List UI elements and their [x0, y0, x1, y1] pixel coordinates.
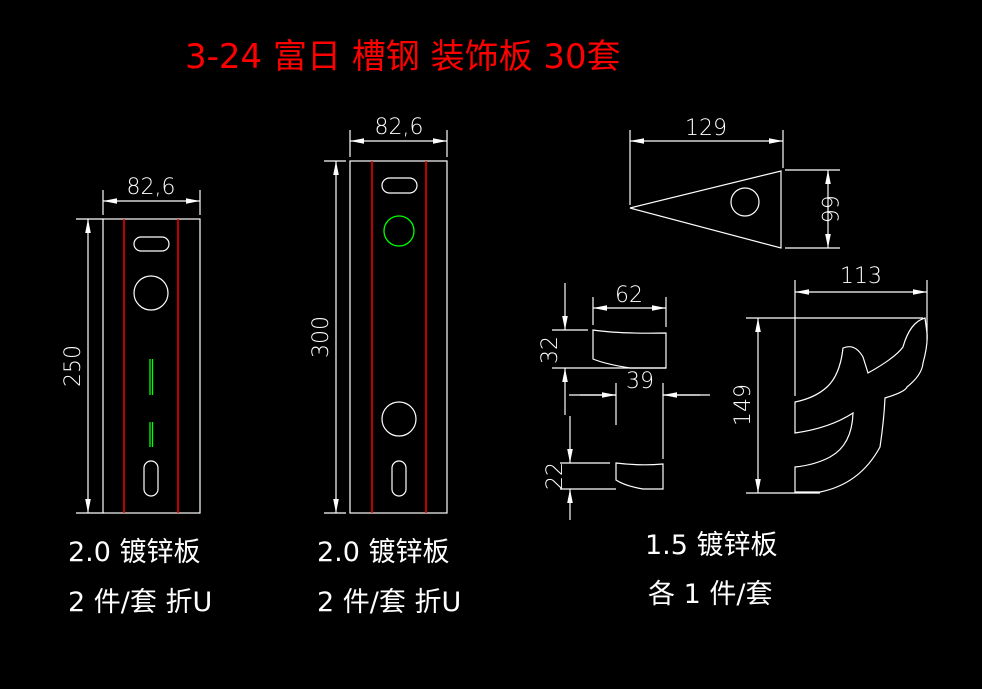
height-dimension: 300: [309, 316, 334, 358]
width-dimension: 82,6: [375, 115, 424, 140]
slot-hole: [391, 460, 407, 497]
round-hole: [381, 401, 417, 437]
curved-part: 113 149: [731, 264, 928, 494]
drawing-title: 3-24 富日 槽钢 装饰板 30套: [185, 37, 621, 77]
triangle-part: 129 66: [629, 116, 841, 249]
height-dimension: 250: [61, 345, 86, 387]
plate-b: 82,6 300 2.0 镀锌板 2 件/套 折U: [309, 115, 461, 618]
quantity-note: 2 件/套 折U: [317, 587, 461, 618]
dimension-lines: [560, 383, 710, 520]
green-marks: [149, 359, 154, 447]
dimension-lines: [629, 130, 840, 249]
width-dimension: 113: [840, 264, 882, 289]
slot-hole: [133, 236, 170, 252]
plate-a-outline: [102, 218, 201, 514]
width-dimension: 62: [615, 283, 643, 308]
height-dimension: 66: [816, 195, 841, 223]
material-note: 2.0 镀锌板: [317, 537, 450, 568]
height-dimension: 149: [731, 384, 756, 426]
dimension-lines: [746, 280, 928, 494]
width-dimension: 129: [685, 116, 727, 141]
slot-hole: [381, 177, 418, 194]
height-dimension: 22: [543, 462, 568, 490]
quantity-note: 2 件/套 折U: [68, 587, 212, 618]
small-part-1: 62 32: [538, 283, 667, 415]
small-part-2: 39 22: [543, 369, 710, 520]
part-outline: [794, 317, 928, 493]
plate-a: 82,6 250 2.0 镀锌板 2 件/套 折U: [61, 175, 212, 618]
round-hole: [133, 275, 169, 311]
part-outline: [615, 462, 664, 490]
width-dimension: 39: [626, 369, 654, 394]
dimension-lines: [552, 283, 667, 415]
material-note: 2.0 镀锌板: [68, 537, 201, 568]
quantity-note: 各 1 件/套: [648, 579, 772, 610]
green-hole: [383, 215, 415, 247]
dimension-lines: [324, 130, 448, 514]
material-note: 1.5 镀锌板: [645, 530, 778, 561]
round-hole: [730, 187, 760, 217]
height-dimension: 32: [538, 336, 563, 364]
width-dimension: 82,6: [127, 175, 176, 200]
slot-hole: [143, 460, 159, 497]
plate-b-outline: [349, 160, 448, 514]
dimension-lines: [76, 190, 201, 514]
part-outline: [592, 329, 667, 369]
triangle-outline: [629, 170, 782, 249]
